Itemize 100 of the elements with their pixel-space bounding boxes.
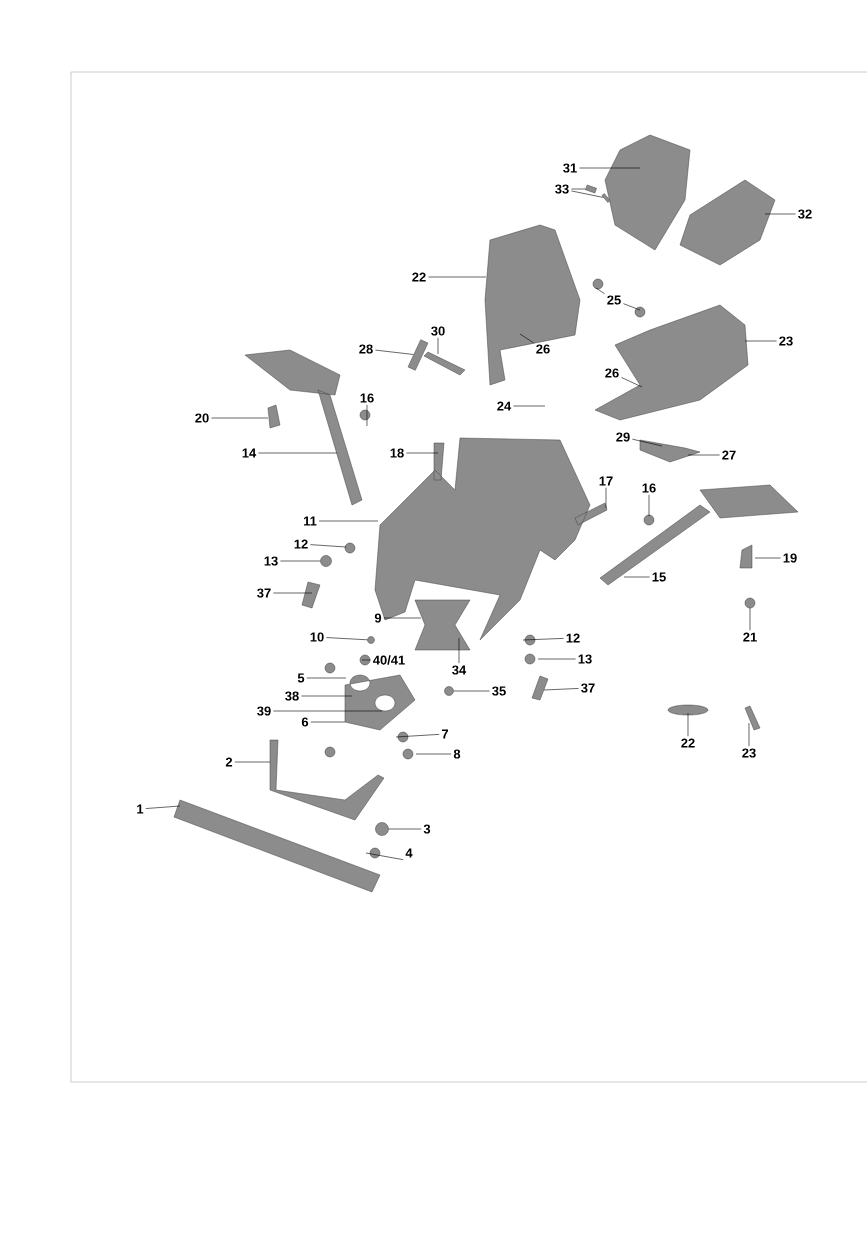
leader-line: [234, 761, 271, 763]
callout-number: 8: [453, 749, 461, 759]
callout-number: 24: [497, 401, 512, 411]
leader-line: [453, 690, 490, 692]
leader-line: [543, 688, 579, 691]
callout-number: 38: [285, 691, 299, 701]
leader-line: [754, 557, 781, 559]
leader-line: [571, 188, 586, 190]
leader-line: [406, 452, 439, 454]
callout-number: 28: [359, 344, 373, 354]
leader-line: [519, 333, 534, 344]
part-drawing: [375, 822, 389, 836]
callout-number: 32: [798, 209, 812, 219]
leader-line: [395, 734, 440, 738]
callout-number: 4: [405, 848, 413, 858]
callout-number: 34: [452, 665, 467, 675]
callout-number: 12: [566, 633, 580, 643]
leader-line: [326, 637, 368, 641]
leader-line: [632, 438, 663, 447]
callout-number: 26: [536, 344, 550, 354]
callout-number: 16: [642, 483, 656, 493]
leader-line: [537, 658, 576, 660]
leader-line: [428, 276, 487, 278]
callout-number: 23: [742, 748, 756, 758]
leader-line: [258, 452, 338, 454]
callout-number: 15: [652, 572, 666, 582]
callout-number: 17: [599, 476, 613, 486]
callout-number: 23: [779, 336, 793, 346]
leader-line: [365, 852, 404, 860]
leader-line: [595, 287, 605, 295]
leader-line: [361, 659, 371, 661]
leader-line: [571, 190, 604, 198]
leader-line: [623, 303, 641, 311]
leader-line: [579, 167, 641, 169]
callout-number: 7: [441, 729, 449, 739]
leader-line: [211, 417, 269, 419]
callout-number: 11: [303, 516, 317, 526]
part-drawing: [601, 193, 611, 203]
leader-line: [375, 349, 414, 355]
callout-number: 25: [607, 295, 621, 305]
leader-line: [458, 637, 460, 664]
callout-number: 31: [563, 163, 577, 173]
callout-number: 33: [555, 184, 569, 194]
callout-number: 26: [605, 368, 619, 378]
leader-line: [648, 494, 650, 517]
leader-line: [522, 638, 564, 641]
part-drawing: [320, 555, 332, 567]
callout-number: 20: [195, 413, 209, 423]
callout-number: 21: [743, 632, 757, 642]
leader-line: [764, 213, 796, 215]
leader-line: [366, 404, 368, 427]
leader-line: [310, 544, 347, 548]
callout-number: 16: [360, 393, 374, 403]
callout-number: 10: [310, 632, 324, 642]
leader-line: [318, 520, 379, 522]
callout-number: 9: [374, 613, 382, 623]
callout-number: 30: [431, 326, 445, 336]
leader-line: [415, 753, 452, 755]
callout-number: 1: [137, 804, 144, 814]
leader-line: [687, 712, 689, 737]
callout-number: 22: [681, 738, 695, 748]
leader-line: [744, 340, 777, 342]
callout-number: 18: [390, 448, 404, 458]
callout-number: 19: [783, 553, 797, 563]
callout-number: 12: [294, 539, 308, 549]
callout-number: 22: [412, 272, 426, 282]
leader-line: [687, 454, 720, 456]
leader-line: [623, 576, 650, 578]
leader-line: [513, 405, 546, 407]
leader-line: [273, 592, 313, 594]
part-drawing: [367, 636, 375, 644]
leader-line: [310, 721, 346, 723]
leader-line: [145, 805, 181, 809]
leader-line: [605, 487, 607, 509]
callout-number: 5: [297, 673, 305, 683]
part-drawing: [444, 686, 454, 696]
leader-line: [273, 710, 383, 712]
callout-number: 29: [616, 432, 630, 442]
leader-line: [306, 677, 347, 679]
leader-line: [301, 695, 353, 697]
leader-line: [437, 337, 439, 355]
leader-line: [280, 560, 321, 562]
callout-number: 13: [578, 654, 592, 664]
callout-number: 6: [301, 717, 309, 727]
leader-line: [621, 377, 643, 388]
part-drawing: [585, 184, 597, 194]
callout-number: 2: [225, 757, 233, 767]
callout-number: 37: [581, 683, 595, 693]
leader-line: [748, 722, 750, 747]
leader-line: [388, 828, 422, 830]
callout-number: 37: [257, 588, 271, 598]
callout-number: 35: [492, 686, 506, 696]
leader-line: [749, 607, 751, 631]
callout-number: 3: [423, 824, 431, 834]
leader-line: [383, 617, 422, 619]
callout-number: 40/41: [373, 655, 405, 665]
callout-number: 39: [257, 706, 271, 716]
part-drawing: [407, 339, 429, 371]
callout-number: 13: [264, 556, 278, 566]
callout-number: 14: [242, 448, 257, 458]
